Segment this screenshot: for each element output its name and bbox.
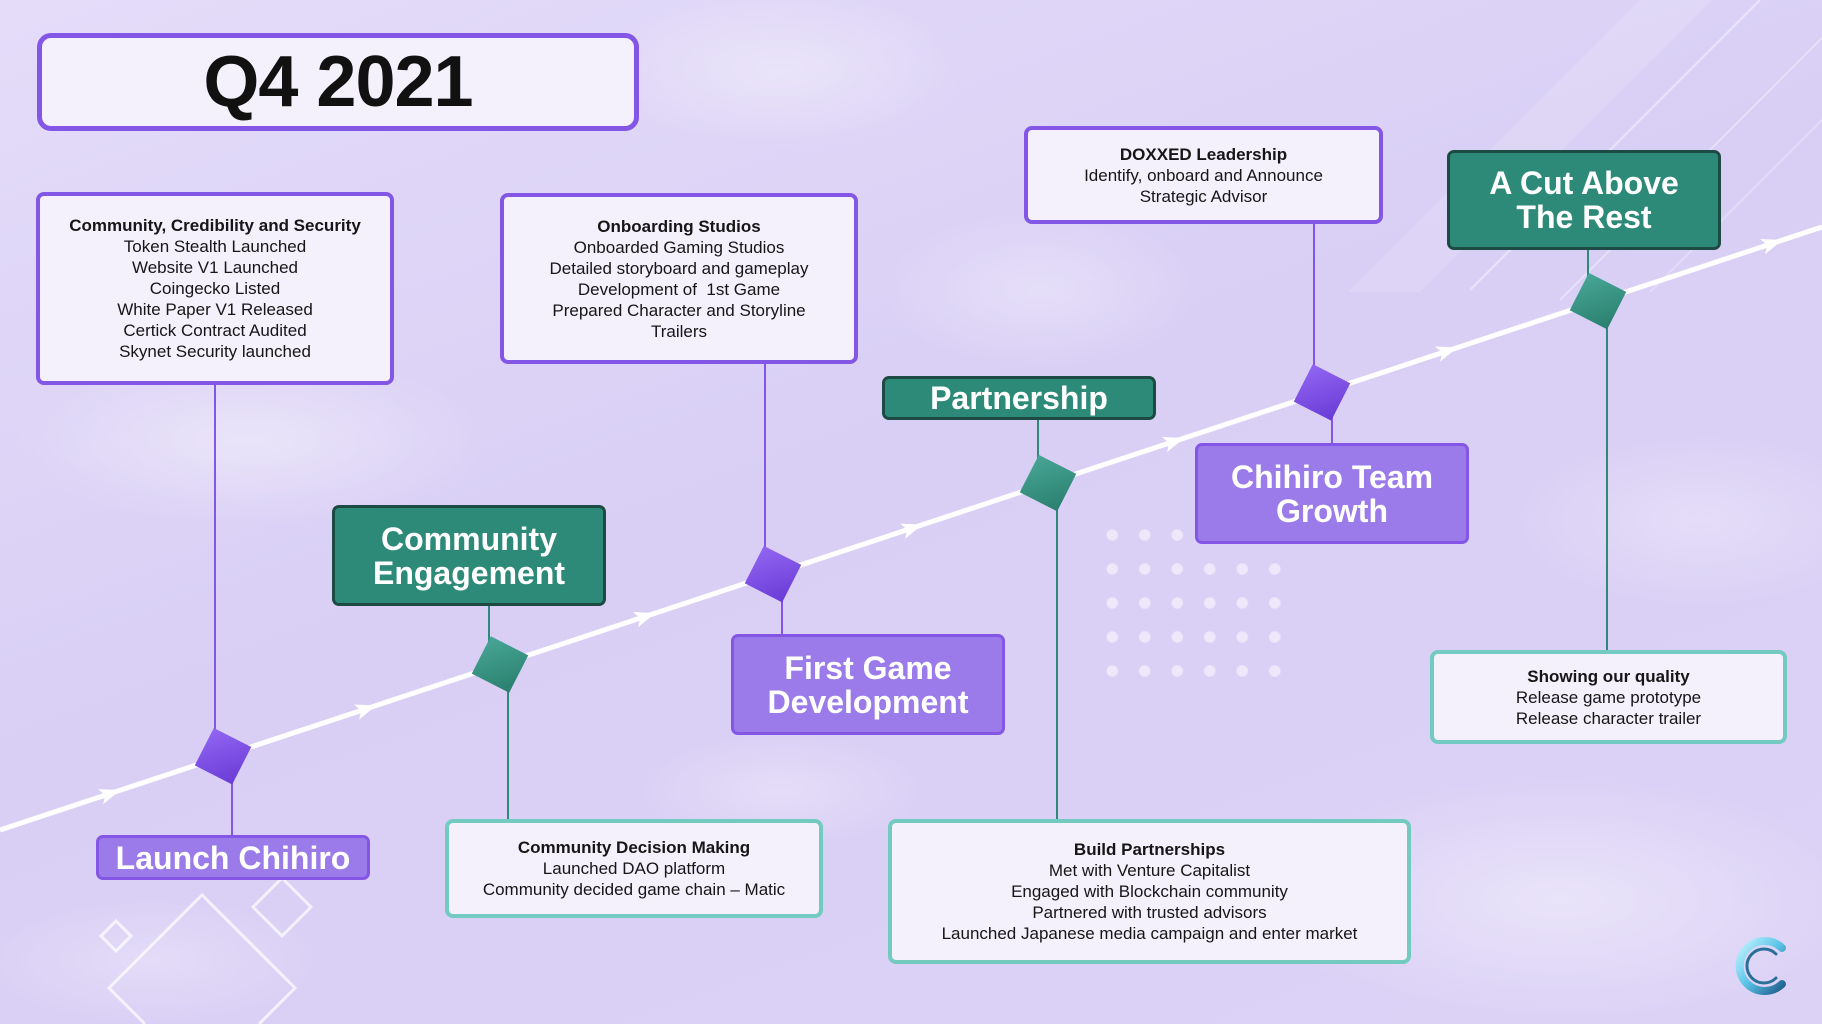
note-line: Detailed storyboard and gameplay bbox=[549, 258, 809, 278]
timeline-arrowhead bbox=[632, 612, 656, 628]
note-line: Onboarded Gaming Studios bbox=[573, 237, 785, 257]
label-text: Chihiro Team bbox=[1230, 458, 1434, 495]
chihiro-logo-icon bbox=[1735, 937, 1786, 995]
timeline-arrowhead bbox=[899, 523, 923, 539]
milestone-marker-diamond bbox=[1019, 454, 1077, 512]
note-line: Release character trailer bbox=[1515, 708, 1702, 728]
note-heading: DOXXED Leadership bbox=[1119, 144, 1288, 164]
outline-diamonds-decoration bbox=[98, 875, 314, 1024]
timeline-arrowhead bbox=[1161, 436, 1185, 453]
title-box: Q4 2021 bbox=[37, 33, 639, 131]
corner-stripe-line bbox=[1649, 119, 1822, 293]
note-heading: Community, Credibility and Security bbox=[69, 216, 361, 235]
chihiro-team-growth-label: Chihiro Team Growth bbox=[1195, 443, 1469, 544]
note-line: Development of 1st Game bbox=[577, 279, 781, 299]
label-text: Launch Chihiro bbox=[115, 839, 351, 876]
timeline-arrowhead bbox=[353, 704, 377, 720]
first-game-development-label: First Game Development bbox=[731, 634, 1005, 735]
logo-inner-arc bbox=[1745, 947, 1778, 985]
note-line: Met with Venture Capitalist bbox=[1048, 861, 1251, 880]
milestone-markers bbox=[194, 272, 1627, 785]
milestone-marker-diamond bbox=[1569, 272, 1627, 330]
logo-outer-arc bbox=[1735, 937, 1786, 995]
community-decision-making-note: Community Decision Making Launched DAO p… bbox=[445, 819, 823, 918]
label-text: A Cut Above bbox=[1489, 165, 1679, 201]
label-text: First Game bbox=[784, 649, 952, 686]
note-heading: Showing our quality bbox=[1527, 666, 1690, 686]
milestone-marker-diamond bbox=[194, 727, 252, 785]
decorative-diamond-large bbox=[106, 892, 298, 1024]
note-line: Release game prototype bbox=[1515, 687, 1702, 707]
label-text: Partnership bbox=[930, 380, 1108, 416]
note-heading: Build Partnerships bbox=[1073, 840, 1226, 859]
a-cut-above-the-rest-label: A Cut Above The Rest bbox=[1447, 150, 1721, 250]
note-heading: Onboarding Studios bbox=[597, 216, 761, 236]
label-text: The Rest bbox=[1516, 199, 1652, 235]
decorative-diamond-small bbox=[98, 918, 134, 954]
note-line: Prepared Character and Storyline bbox=[552, 300, 806, 320]
timeline-arrowhead bbox=[97, 789, 121, 805]
community-engagement-label: Community Engagement bbox=[332, 505, 606, 606]
page-title: Q4 2021 bbox=[203, 42, 473, 122]
note-line: Community decided game chain – Matic bbox=[482, 880, 786, 899]
label-text: Engagement bbox=[372, 554, 566, 591]
label-text: Development bbox=[767, 683, 969, 720]
note-line: Engaged with Blockchain community bbox=[1011, 882, 1288, 901]
note-line: Identify, onboard and Announce bbox=[1084, 165, 1323, 185]
build-partnerships-note: Build Partnerships Met with Venture Capi… bbox=[888, 819, 1411, 964]
milestone-marker-diamond bbox=[744, 545, 802, 603]
partnership-label: Partnership bbox=[882, 376, 1156, 420]
note-line: Launched Japanese media campaign and ent… bbox=[941, 924, 1358, 943]
note-line: Launched DAO platform bbox=[542, 859, 726, 878]
note-line: Skynet Security launched bbox=[119, 342, 311, 361]
label-text: Community bbox=[381, 520, 557, 557]
timeline-arrowheads bbox=[97, 239, 1783, 805]
note-line: Website V1 Launched bbox=[131, 258, 299, 277]
launch-chihiro-label: Launch Chihiro bbox=[96, 835, 370, 880]
showing-our-quality-note: Showing our quality Release game prototy… bbox=[1430, 650, 1787, 744]
note-line: Trailers bbox=[650, 321, 708, 341]
milestone-marker-diamond bbox=[1293, 364, 1351, 421]
note-heading: Community Decision Making bbox=[517, 838, 751, 857]
note-line: Token Stealth Launched bbox=[123, 237, 307, 256]
onboarding-studios-note: Onboarding Studios Onboarded Gaming Stud… bbox=[500, 193, 858, 364]
note-line: Certick Contract Audited bbox=[123, 321, 307, 340]
decorative-diamond-medium bbox=[250, 875, 314, 939]
timeline-arrowhead bbox=[1759, 239, 1783, 255]
doxxed-leadership-note: DOXXED Leadership Identify, onboard and … bbox=[1024, 126, 1383, 224]
note-line: Strategic Advisor bbox=[1139, 186, 1268, 206]
note-line: Partnered with trusted advisors bbox=[1032, 903, 1267, 922]
note-line: White Paper V1 Released bbox=[117, 300, 313, 319]
timeline-arrowhead bbox=[1434, 346, 1458, 362]
community-credibility-security-note: Community, Credibility and Security Toke… bbox=[36, 192, 394, 385]
dot-grid-decoration bbox=[1096, 518, 1291, 688]
milestone-marker-diamond bbox=[471, 636, 529, 693]
label-text: Growth bbox=[1276, 492, 1388, 529]
corner-light-band bbox=[1348, 0, 1712, 292]
note-line: Coingecko Listed bbox=[149, 279, 281, 298]
